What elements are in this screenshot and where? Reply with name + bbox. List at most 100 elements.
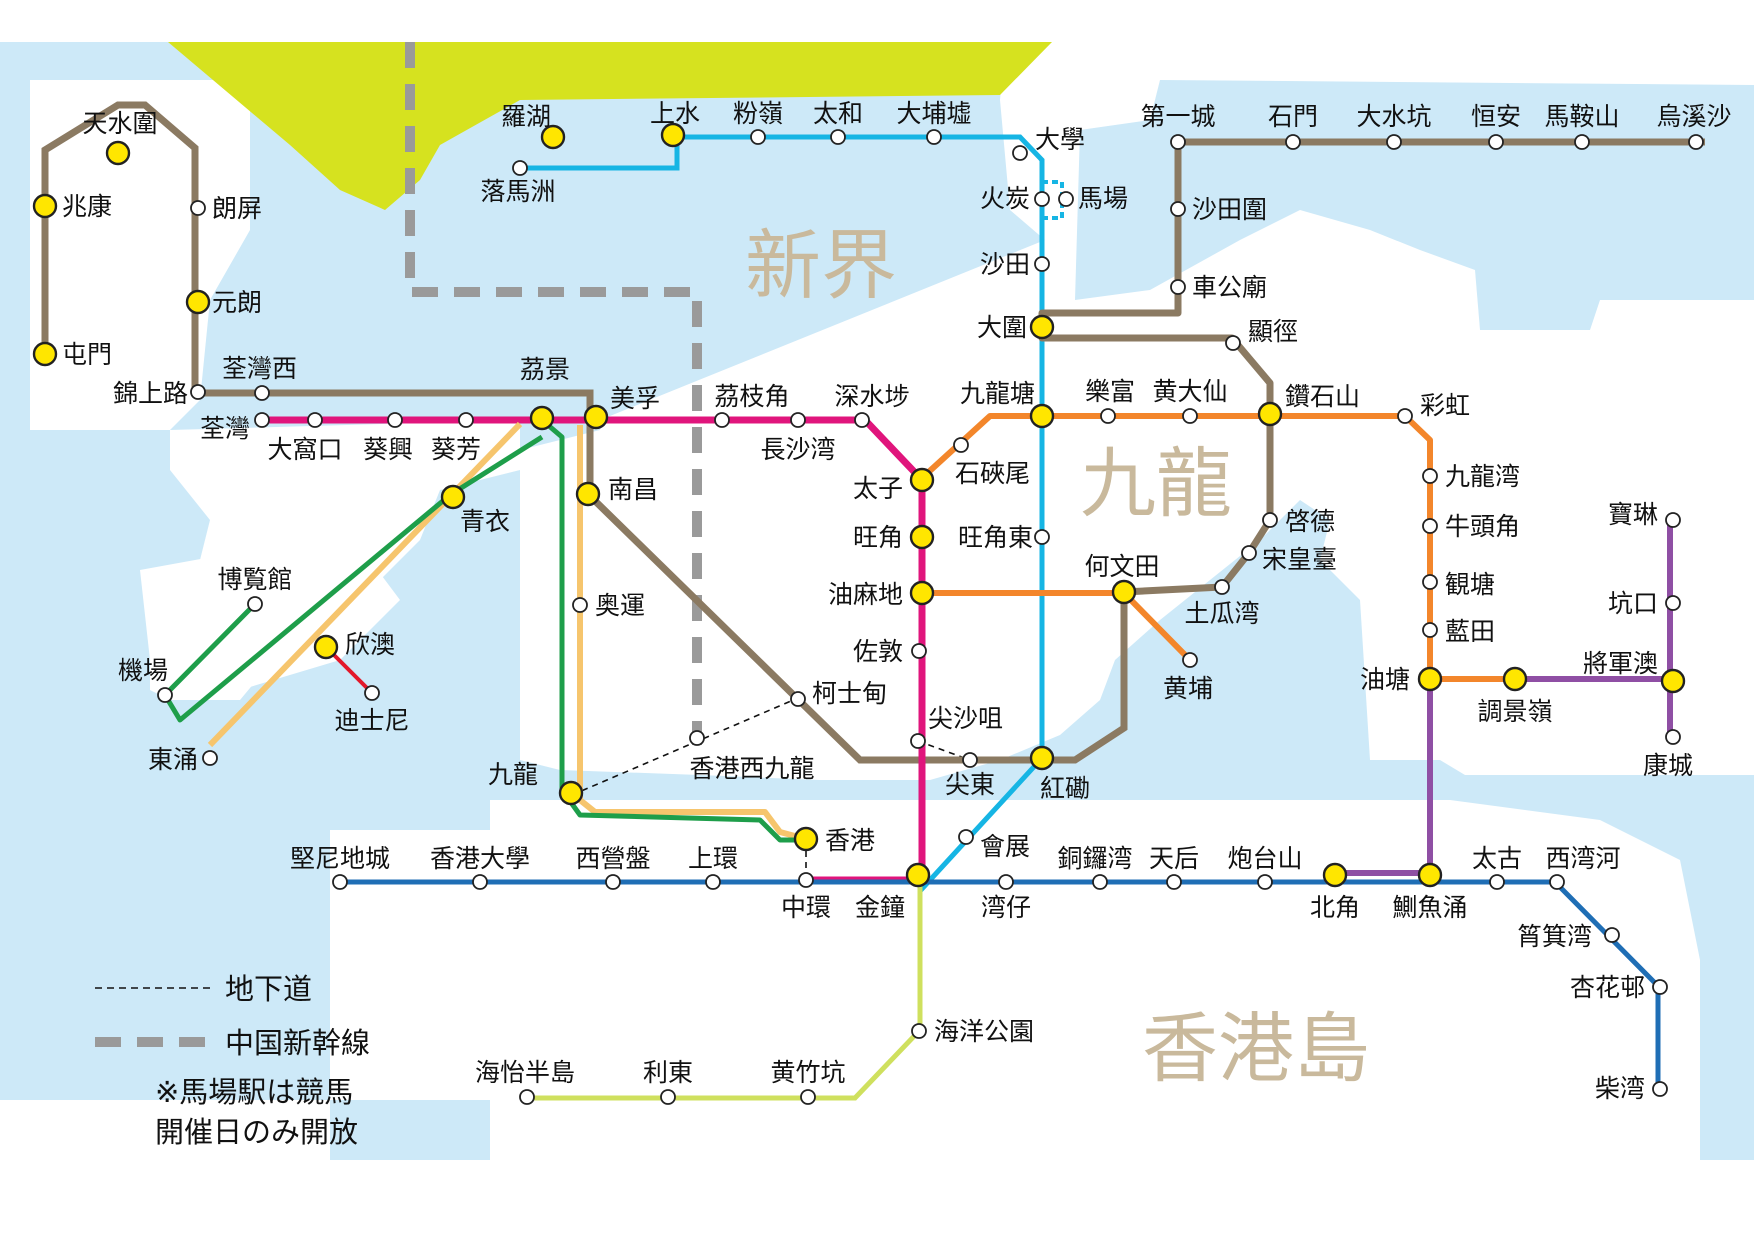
station-sheung-wan-marker[interactable] bbox=[705, 874, 721, 890]
station-po-lam-marker[interactable] bbox=[1665, 512, 1681, 528]
station-siu-hong-marker[interactable] bbox=[32, 193, 58, 219]
station-chai-wan-marker[interactable] bbox=[1652, 1081, 1668, 1097]
station-heng-on-marker[interactable] bbox=[1488, 134, 1504, 150]
station-olympic-marker[interactable] bbox=[572, 597, 588, 613]
station-fanling-marker[interactable] bbox=[750, 129, 766, 145]
station-city-one-marker[interactable] bbox=[1170, 134, 1186, 150]
station-hung-hom-marker[interactable] bbox=[1029, 745, 1055, 771]
station-sunny-bay-marker[interactable] bbox=[313, 634, 339, 660]
station-jordan-marker[interactable] bbox=[911, 643, 927, 659]
station-hku-marker[interactable] bbox=[472, 874, 488, 890]
station-lai-chi-kok-marker[interactable] bbox=[714, 412, 730, 428]
station-sha-tin-marker[interactable] bbox=[1034, 256, 1050, 272]
station-hong-kong-marker[interactable] bbox=[793, 826, 819, 852]
station-wan-chai-marker[interactable] bbox=[998, 874, 1014, 890]
station-sai-ying-pun-marker[interactable] bbox=[605, 874, 621, 890]
station-racecourse-marker[interactable] bbox=[1058, 191, 1074, 207]
station-lai-king-marker[interactable] bbox=[529, 405, 555, 431]
station-kam-sheung-road-marker[interactable] bbox=[190, 384, 206, 400]
station-west-kowloon-marker[interactable] bbox=[689, 730, 705, 746]
station-sha-tin-wai-marker[interactable] bbox=[1170, 201, 1186, 217]
station-austin-marker[interactable] bbox=[790, 691, 806, 707]
station-hin-keng-marker[interactable] bbox=[1225, 335, 1241, 351]
station-long-ping-marker[interactable] bbox=[190, 200, 206, 216]
station-tung-chung-marker[interactable] bbox=[202, 750, 218, 766]
station-che-kung-temple-marker[interactable] bbox=[1170, 279, 1186, 295]
station-choi-hung-marker[interactable] bbox=[1397, 408, 1413, 424]
station-sham-shui-po-marker[interactable] bbox=[854, 412, 870, 428]
station-kowloon-bay-marker[interactable] bbox=[1422, 468, 1438, 484]
station-tin-hau-marker[interactable] bbox=[1166, 874, 1182, 890]
station-wu-kai-sha-marker[interactable] bbox=[1688, 134, 1704, 150]
station-mong-kok-marker[interactable] bbox=[909, 524, 935, 550]
station-tsuen-wan-marker[interactable] bbox=[254, 412, 270, 428]
station-to-kwa-wan-marker[interactable] bbox=[1214, 579, 1230, 595]
station-sheung-shui-marker[interactable] bbox=[660, 122, 686, 148]
station-lohas-park-marker[interactable] bbox=[1665, 729, 1681, 745]
station-kai-tak-marker[interactable] bbox=[1262, 512, 1278, 528]
station-lam-tin-marker[interactable] bbox=[1422, 622, 1438, 638]
station-wan-chai-label: 湾仔 bbox=[981, 893, 1031, 922]
station-east-tst-marker[interactable] bbox=[962, 752, 978, 768]
station-quarry-bay-marker[interactable] bbox=[1417, 862, 1443, 888]
station-yau-tong-marker[interactable] bbox=[1417, 666, 1443, 692]
station-ho-man-tin-marker[interactable] bbox=[1111, 579, 1137, 605]
station-lei-tung-marker[interactable] bbox=[660, 1089, 676, 1105]
station-exhibition-marker[interactable] bbox=[958, 829, 974, 845]
station-mei-foo-marker[interactable] bbox=[583, 404, 609, 430]
station-tai-wai-marker[interactable] bbox=[1029, 314, 1055, 340]
station-mong-kok-east-marker[interactable] bbox=[1034, 529, 1050, 545]
station-prince-edward-marker[interactable] bbox=[909, 467, 935, 493]
station-south-horizons-marker[interactable] bbox=[519, 1089, 535, 1105]
station-university-marker[interactable] bbox=[1012, 145, 1028, 161]
station-tai-shui-hang-marker[interactable] bbox=[1386, 134, 1402, 150]
station-hang-hau-marker[interactable] bbox=[1665, 595, 1681, 611]
station-causeway-bay-marker[interactable] bbox=[1092, 874, 1108, 890]
station-shau-kei-wan-marker[interactable] bbox=[1604, 927, 1620, 943]
station-admiralty-marker[interactable] bbox=[905, 862, 931, 888]
station-tsim-sha-tsui-marker[interactable] bbox=[910, 733, 926, 749]
station-heng-fa-chuen-marker[interactable] bbox=[1652, 979, 1668, 995]
station-shek-mun-marker[interactable] bbox=[1285, 134, 1301, 150]
station-lok-fu-marker[interactable] bbox=[1100, 408, 1116, 424]
station-ma-on-shan-marker[interactable] bbox=[1574, 134, 1590, 150]
station-tsing-yi-marker[interactable] bbox=[440, 484, 466, 510]
station-wong-chuk-hang-marker[interactable] bbox=[800, 1089, 816, 1105]
station-sai-wan-ho-marker[interactable] bbox=[1549, 874, 1565, 890]
station-kwai-fong-marker[interactable] bbox=[458, 412, 474, 428]
station-tai-wo-hau-marker[interactable] bbox=[307, 412, 323, 428]
station-kwai-hing-marker[interactable] bbox=[387, 412, 403, 428]
station-tiu-keng-leng-marker[interactable] bbox=[1502, 666, 1528, 692]
station-airport-marker[interactable] bbox=[157, 687, 173, 703]
station-kwun-tong-marker[interactable] bbox=[1422, 574, 1438, 590]
station-shek-kip-mei-marker[interactable] bbox=[953, 437, 969, 453]
station-cheung-sha-wan-marker[interactable] bbox=[790, 412, 806, 428]
station-tai-po-market-marker[interactable] bbox=[926, 129, 942, 145]
station-kowloon-tong-marker[interactable] bbox=[1029, 403, 1055, 429]
station-fo-tan-marker[interactable] bbox=[1034, 191, 1050, 207]
station-disneyland-marker[interactable] bbox=[364, 685, 380, 701]
station-yuen-long-marker[interactable] bbox=[185, 289, 211, 315]
station-fortress-hill-marker[interactable] bbox=[1257, 874, 1273, 890]
station-lo-wu-marker[interactable] bbox=[540, 124, 566, 150]
station-central-marker[interactable] bbox=[798, 872, 814, 888]
station-sung-wong-toi-marker[interactable] bbox=[1241, 545, 1257, 561]
station-ngau-tau-kok-marker[interactable] bbox=[1422, 518, 1438, 534]
station-tuen-mun-marker[interactable] bbox=[32, 341, 58, 367]
station-tai-wo-marker[interactable] bbox=[830, 129, 846, 145]
station-kennedy-town-marker[interactable] bbox=[332, 874, 348, 890]
station-tai-koo-marker[interactable] bbox=[1489, 874, 1505, 890]
station-tsuen-wan-west-marker[interactable] bbox=[254, 385, 270, 401]
station-tin-shui-wai-marker[interactable] bbox=[105, 140, 131, 166]
station-lok-ma-chau-marker[interactable] bbox=[512, 160, 528, 176]
station-diamond-hill-marker[interactable] bbox=[1257, 401, 1283, 427]
station-nam-cheong-marker[interactable] bbox=[575, 481, 601, 507]
station-tseung-kwan-o-marker[interactable] bbox=[1660, 668, 1686, 694]
station-asiaworld-marker[interactable] bbox=[247, 596, 263, 612]
station-yau-ma-tei-marker[interactable] bbox=[909, 580, 935, 606]
station-ocean-park-marker[interactable] bbox=[911, 1023, 927, 1039]
station-north-point-marker[interactable] bbox=[1322, 862, 1348, 888]
station-kowloon-marker[interactable] bbox=[558, 780, 584, 806]
station-wong-tai-sin-marker[interactable] bbox=[1182, 408, 1198, 424]
station-whampoa-marker[interactable] bbox=[1182, 652, 1198, 668]
